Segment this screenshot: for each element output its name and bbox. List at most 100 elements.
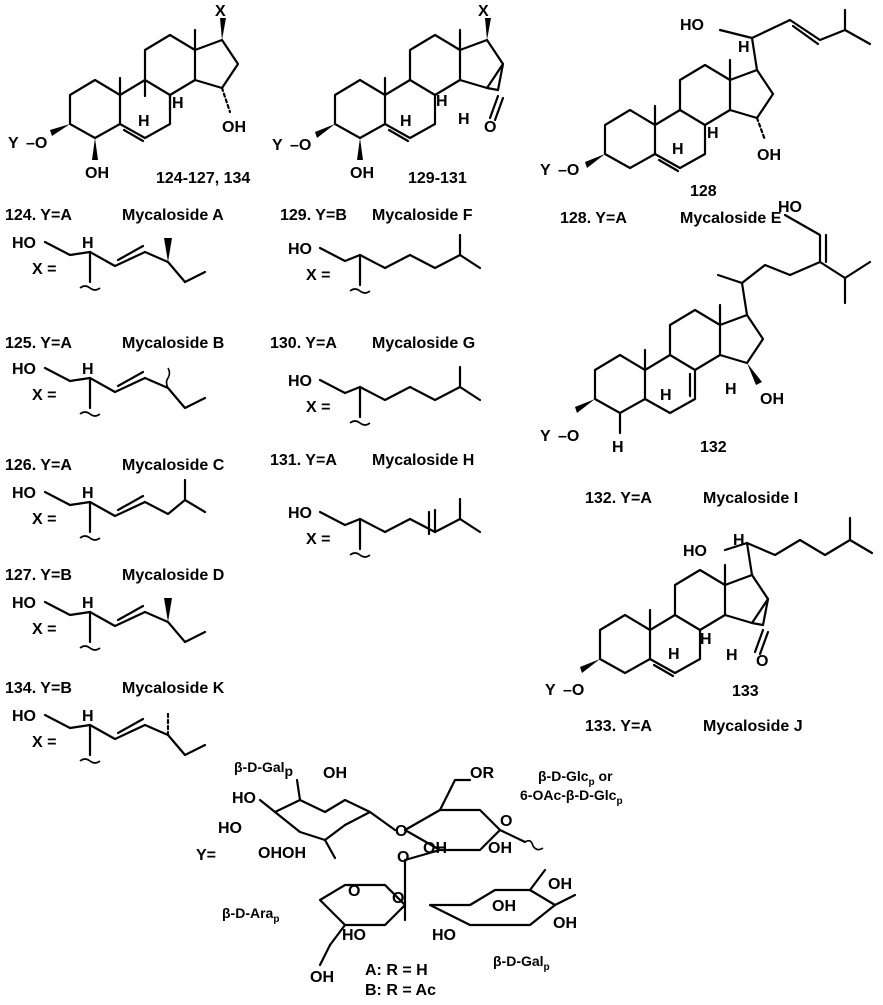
hydroxyl: OH: [488, 840, 512, 857]
y-substituent: Y: [272, 137, 283, 154]
hydroxyl: HO: [12, 485, 36, 502]
hydroxyl: HO: [12, 708, 36, 725]
hydroxyl: OH: [350, 165, 374, 182]
h-atom: H: [458, 111, 470, 128]
ring-oxygen: O: [395, 823, 407, 840]
x-equals-label: X =: [306, 267, 330, 284]
y-substituent: Y: [540, 162, 551, 179]
h-atom: H: [82, 361, 94, 378]
glc-label: β-D-Glcp or: [538, 768, 613, 788]
x-equals-label: X =: [306, 531, 330, 548]
svg-text:–O: –O: [558, 162, 579, 179]
h-atom: H: [82, 708, 94, 725]
ring-oxygen: O: [348, 883, 360, 900]
hydroxyl: HO: [12, 361, 36, 378]
compound-number: 128: [690, 183, 717, 200]
hydroxyl: OH: [757, 147, 781, 164]
h-atom: H: [172, 95, 184, 112]
side-chain-125: HO H X =: [12, 361, 207, 417]
compound-133-name: Mycaloside J: [703, 718, 803, 735]
compound-130-name: Mycaloside G: [372, 335, 475, 352]
hydroxyl: HO: [680, 17, 704, 34]
compound-126-label: 126. Y=A: [5, 457, 72, 474]
scaffold-124-134: X Y –O OH OH H H 124-127, 134: [8, 3, 250, 187]
h-atom: H: [700, 631, 712, 648]
side-chain-124: HO H X =: [12, 235, 207, 291]
compound-129-name: Mycaloside F: [372, 207, 473, 224]
side-chain-131: HO X =: [288, 497, 482, 558]
hydroxyl: OH: [492, 898, 516, 915]
note-b: B: R = Ac: [365, 982, 436, 999]
compound-132-label: 132. Y=A: [585, 490, 652, 507]
compound-129-label: 129. Y=B: [280, 207, 347, 224]
compound-number: 133: [732, 683, 759, 700]
ketone-oxygen: O: [756, 653, 768, 670]
y-substituent: Y: [545, 682, 556, 699]
hydroxyl: HO: [778, 199, 802, 216]
hydroxyl: HO: [218, 820, 242, 837]
y-equals-label: Y=: [196, 847, 216, 864]
side-chain-134: HO H X =: [12, 708, 207, 764]
hydroxyl: HO: [342, 927, 366, 944]
hydroxyl: HO: [288, 505, 312, 522]
svg-text:–O: –O: [558, 428, 579, 445]
hydroxyl: OH: [548, 876, 572, 893]
x-equals-label: X =: [32, 511, 56, 528]
compound-131-name: Mycaloside H: [372, 452, 474, 469]
h-atom: H: [660, 387, 672, 404]
h-atom: H: [668, 646, 680, 663]
hydroxyl: HO: [432, 927, 456, 944]
side-chain-130: HO X =: [288, 365, 482, 426]
x-equals-label: X =: [32, 261, 56, 278]
ketone-oxygen: O: [484, 119, 496, 136]
note-a: A: R = H: [365, 962, 428, 979]
gal-top-label: β-D-Galp: [234, 759, 293, 779]
glc-ac-label: 6-OAc-β-D-Glcp: [520, 787, 623, 807]
side-chain-129: HO X =: [288, 233, 482, 294]
h-atom: H: [400, 113, 412, 130]
or-group: OR: [470, 765, 494, 782]
svg-text:–O: –O: [290, 137, 311, 154]
h-atom: H: [82, 235, 94, 252]
compound-126-name: Mycaloside C: [122, 457, 225, 474]
hydroxyl: OHOH: [258, 845, 306, 862]
compound-125-name: Mycaloside B: [122, 335, 224, 352]
y-substituent: Y: [540, 428, 551, 445]
compound-124-name: Mycaloside A: [122, 207, 224, 224]
side-chain-126: HO H X =: [12, 478, 207, 541]
scaffold-128: HO Y –O OH H H H 128: [540, 8, 872, 200]
h-atom: H: [726, 647, 738, 664]
compound-range-label: 129-131: [408, 170, 467, 187]
h-atom: H: [436, 93, 448, 110]
scaffold-132: HO Y –O OH H H H 132: [540, 199, 872, 456]
compound-number: 132: [700, 439, 727, 456]
compound-128-name: Mycaloside E: [680, 210, 782, 227]
compound-125-label: 125. Y=A: [5, 335, 72, 352]
hydroxyl: HO: [12, 235, 36, 252]
h-atom: H: [138, 113, 150, 130]
compound-131-label: 131. Y=A: [270, 452, 337, 469]
compound-133-label: 133. Y=A: [585, 718, 652, 735]
ara-label: β-D-Arap: [222, 905, 279, 925]
compound-127-label: 127. Y=B: [5, 567, 72, 584]
hydroxyl: OH: [85, 165, 109, 182]
hydroxyl: OH: [760, 391, 784, 408]
h-atom: H: [612, 439, 624, 456]
x-equals-label: X =: [32, 734, 56, 751]
hydroxyl: OH: [553, 915, 577, 932]
hydroxyl: HO: [683, 543, 707, 560]
svg-text:–O: –O: [26, 135, 47, 152]
h-atom: H: [82, 595, 94, 612]
hydroxyl: HO: [12, 595, 36, 612]
hydroxyl: HO: [232, 790, 256, 807]
ring-oxygen: O: [397, 849, 409, 866]
hydroxyl: OH: [323, 765, 347, 782]
hydroxyl: OH: [310, 969, 334, 986]
x-substituent: X: [478, 3, 489, 20]
compound-134-label: 134. Y=B: [5, 680, 72, 697]
h-atom: H: [707, 125, 719, 142]
ring-oxygen: O: [500, 813, 512, 830]
compound-124-label: 124. Y=A: [5, 207, 72, 224]
h-atom: H: [725, 381, 737, 398]
